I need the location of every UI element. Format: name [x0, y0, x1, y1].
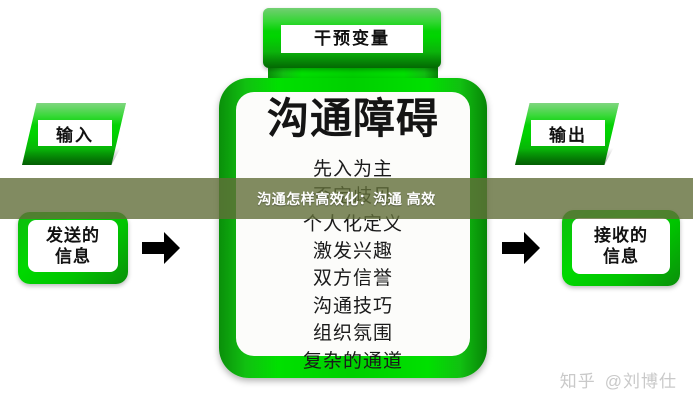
node-received-message[interactable]: 接收的 信息	[562, 210, 680, 286]
list-item: 先入为主	[312, 159, 393, 180]
bevel-shadow	[263, 52, 441, 68]
arrow-right-icon	[140, 229, 182, 267]
node-intervening-variable-label: 干预变量	[281, 25, 423, 53]
list-item: 双方信誉	[312, 268, 393, 290]
node-received-message-label: 接收的 信息	[572, 218, 670, 274]
node-output[interactable]: 输出	[515, 103, 619, 165]
node-input-label: 输入	[38, 120, 112, 146]
list-item: 激发兴趣	[312, 241, 393, 263]
node-communication-barrier[interactable]: 沟通障碍 先入为主 否定歧见 个人化定义 激发兴趣 双方信誉 沟通技巧 组织氛围…	[219, 78, 487, 378]
list-item: 组织氛围	[312, 323, 393, 345]
node-input[interactable]: 输入	[22, 103, 126, 165]
barrier-list: 先入为主 否定歧见 个人化定义 激发兴趣 双方信誉 沟通技巧 组织氛围 复杂的通…	[236, 156, 470, 375]
page-title: 沟通障碍	[266, 95, 439, 142]
node-output-label: 输出	[531, 120, 605, 146]
overlay-caption-text: 沟通怎样高效化：沟通 高效	[257, 190, 436, 207]
watermark: 知乎 @刘博仕	[560, 367, 677, 392]
watermark-author: @刘博仕	[604, 372, 677, 391]
arrow-right-icon	[500, 229, 542, 267]
overlay-caption-band: 沟通怎样高效化：沟通 高效	[0, 178, 693, 219]
node-sent-message-label: 发送的 信息	[28, 220, 118, 272]
watermark-platform: 知乎	[559, 372, 596, 391]
list-item: 复杂的通道	[302, 350, 403, 372]
node-sent-message[interactable]: 发送的 信息	[18, 212, 128, 284]
node-intervening-variable[interactable]: 干预变量	[263, 8, 441, 68]
node-communication-barrier-panel: 沟通障碍 先入为主 否定歧见 个人化定义 激发兴趣 双方信誉 沟通技巧 组织氛围…	[236, 92, 470, 372]
list-item: 沟通技巧	[312, 295, 393, 317]
